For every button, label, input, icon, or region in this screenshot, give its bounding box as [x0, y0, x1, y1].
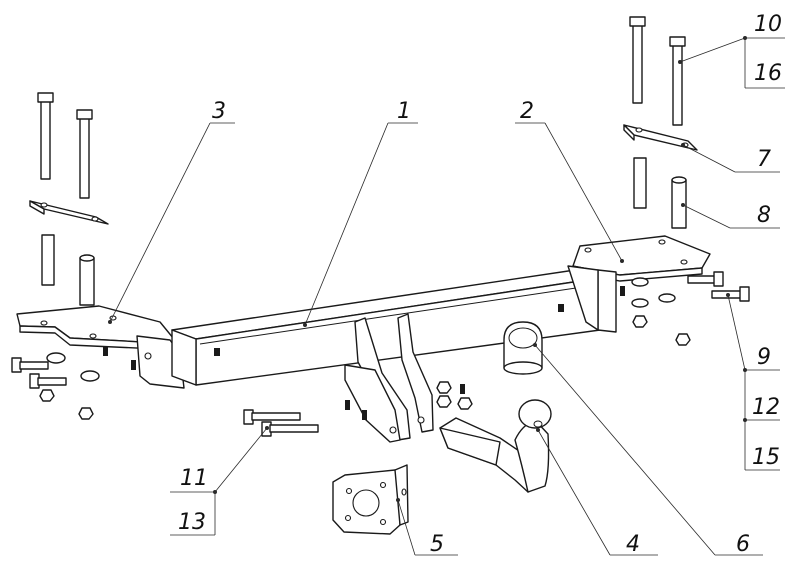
left-small-bolts	[11, 357, 67, 389]
main-cross-beam	[171, 269, 601, 386]
callout-8: 8	[757, 203, 771, 228]
callout-10: 10	[754, 12, 782, 37]
callout-4: 4	[626, 532, 640, 557]
callout-11: 11	[180, 466, 208, 491]
callout-15: 15	[752, 445, 780, 470]
left-spacer-tubes	[41, 234, 95, 306]
leader-dots	[108, 36, 747, 502]
right-long-bolts	[629, 16, 686, 126]
callout-2: 2	[520, 99, 534, 124]
right-mounting-bracket	[567, 235, 711, 333]
left-nuts-washers	[39, 346, 136, 420]
callout-16: 16	[754, 61, 782, 86]
right-spacer-tubes	[633, 157, 687, 229]
callout-13: 13	[178, 510, 206, 535]
callout-1: 1	[397, 99, 411, 124]
left-long-bolts	[37, 92, 93, 199]
callout-7: 7	[757, 147, 771, 172]
callout-6: 6	[736, 532, 750, 557]
center-nuts	[436, 381, 473, 410]
leader-lines	[109, 37, 785, 556]
center-bolts	[243, 409, 319, 437]
callout-labels: 1 2 3 4 5 6 7 8 9 10 11 12 13 15 16	[178, 12, 782, 557]
tow-ball-arm	[439, 399, 552, 493]
left-clamp-plate	[29, 200, 109, 225]
callout-12: 12	[752, 395, 780, 420]
right-small-bolts	[687, 271, 750, 302]
right-nuts-washers	[620, 277, 691, 346]
callout-9: 9	[757, 345, 771, 370]
left-mounting-bracket	[16, 305, 185, 389]
socket-mounting-plate	[332, 464, 409, 535]
ball-cover-cap	[503, 321, 543, 375]
center-hitch-plates	[344, 313, 434, 443]
callout-3: 3	[212, 99, 226, 124]
callout-5: 5	[430, 532, 444, 557]
